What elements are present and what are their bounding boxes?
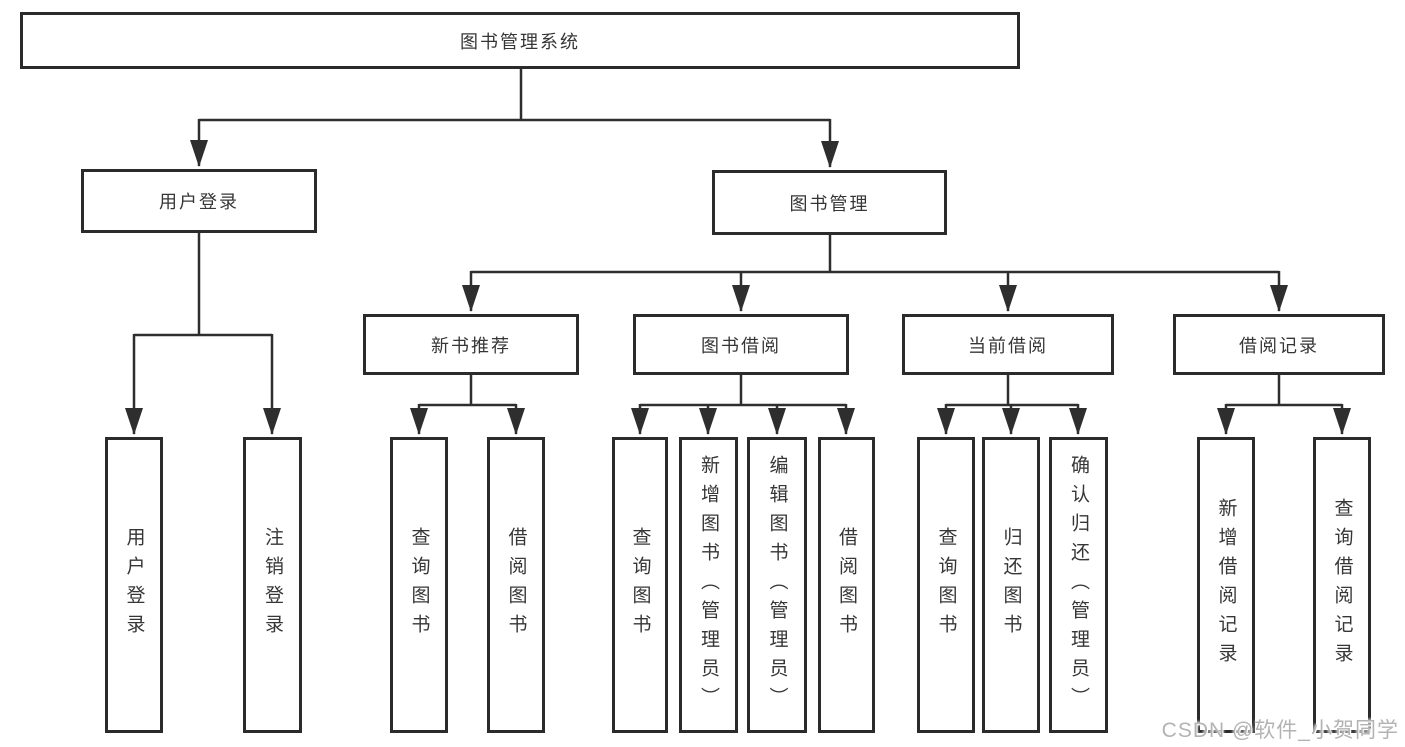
leaf-query-books-recommend-label: 查询图书 — [408, 527, 430, 643]
leaf-user-login-label: 用户登录 — [123, 527, 145, 643]
node-book-management: 图书管理 — [712, 170, 947, 235]
leaf-query-books-borrowing: 查询图书 — [612, 437, 668, 733]
leaf-return-books-label: 归还图书 — [1000, 527, 1022, 643]
leaf-confirm-return-admin-label: 确认归还（管理员） — [1068, 454, 1089, 716]
leaf-edit-books-admin: 编辑图书（管理员） — [747, 437, 807, 733]
node-root-system: 图书管理系统 — [20, 12, 1020, 69]
leaf-add-borrow-record-label: 新增借阅记录 — [1215, 498, 1237, 672]
leaf-query-books-current-label: 查询图书 — [935, 527, 957, 643]
leaf-query-borrow-record: 查询借阅记录 — [1313, 437, 1371, 733]
leaf-return-books: 归还图书 — [982, 437, 1040, 733]
leaf-user-login: 用户登录 — [105, 437, 163, 733]
leaf-edit-books-admin-label: 编辑图书（管理员） — [766, 454, 788, 716]
leaf-query-borrow-record-label: 查询借阅记录 — [1331, 498, 1353, 672]
leaf-logout: 注销登录 — [243, 437, 302, 733]
node-new-book-recommend: 新书推荐 — [363, 314, 579, 375]
node-user-login-label: 用户登录 — [159, 192, 239, 212]
node-borrowing-records: 借阅记录 — [1173, 314, 1385, 375]
node-current-borrowing: 当前借阅 — [902, 314, 1114, 375]
leaf-borrow-books-borrowing: 借阅图书 — [818, 437, 875, 733]
leaf-logout-label: 注销登录 — [262, 527, 283, 643]
node-book-management-label: 图书管理 — [789, 193, 870, 214]
leaf-add-borrow-record: 新增借阅记录 — [1197, 437, 1255, 733]
leaf-add-books-admin-label: 新增图书（管理员） — [698, 454, 719, 716]
leaf-borrow-books-recommend: 借阅图书 — [487, 437, 545, 733]
leaf-confirm-return-admin: 确认归还（管理员） — [1049, 437, 1108, 733]
leaf-query-books-borrowing-label: 查询图书 — [629, 527, 651, 643]
node-new-book-recommend-label: 新书推荐 — [431, 335, 511, 356]
node-borrowing-records-label: 借阅记录 — [1239, 335, 1319, 356]
leaf-query-books-current: 查询图书 — [917, 437, 975, 733]
node-book-borrowing: 图书借阅 — [633, 314, 849, 375]
node-book-borrowing-label: 图书借阅 — [701, 335, 781, 356]
csdn-watermark: CSDN @软件_小贺同学 — [1161, 719, 1399, 742]
node-current-borrowing-label: 当前借阅 — [968, 335, 1048, 356]
leaf-add-books-admin: 新增图书（管理员） — [679, 437, 738, 733]
leaf-borrow-books-recommend-label: 借阅图书 — [505, 527, 527, 643]
leaf-query-books-recommend: 查询图书 — [390, 437, 448, 733]
leaf-borrow-books-borrowing-label: 借阅图书 — [836, 527, 857, 643]
node-root-label: 图书管理系统 — [460, 31, 580, 52]
node-user-login: 用户登录 — [81, 169, 317, 233]
